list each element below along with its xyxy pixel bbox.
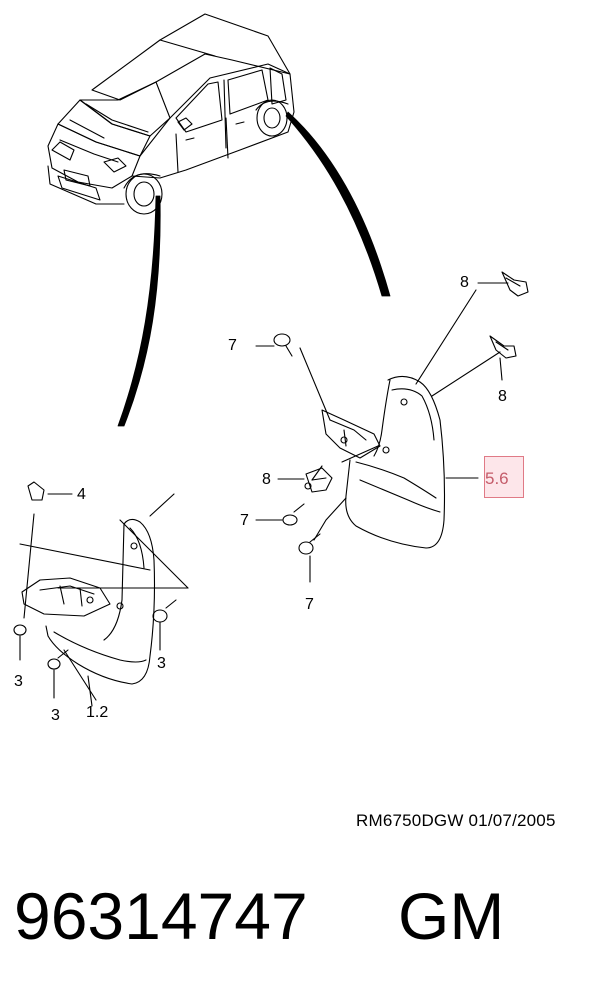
callout-7-mid: 7 (240, 512, 249, 529)
car-illustration (47, 13, 295, 215)
callout-3-bottom: 3 (51, 707, 60, 724)
diagram-reference-code: RM6750DGW 01/07/2005 (356, 811, 556, 830)
callout-8-top: 8 (460, 274, 469, 291)
screw-part-7-upper (255, 333, 293, 357)
part-number: 96314747 (14, 879, 308, 953)
callout-1-2: 1.2 (86, 704, 109, 721)
clip-part-4 (27, 481, 73, 501)
callout-8-mid: 8 (262, 471, 271, 488)
screw-part-7-mid (255, 503, 305, 526)
callout-3-left: 3 (14, 673, 23, 690)
callout-4: 4 (77, 486, 86, 503)
clip-part-8-mid (277, 467, 333, 493)
mudflap-right (299, 289, 501, 549)
callout-8-right: 8 (498, 388, 507, 405)
screw-part-7-bottom (298, 533, 321, 583)
mudflap-left (19, 493, 189, 707)
screw-part-3-bottom (47, 649, 69, 699)
callout-5-6: 5.6 (485, 469, 509, 488)
callout-7-upper: 7 (228, 337, 237, 354)
brand-label: GM (398, 879, 505, 953)
callout-7-bottom: 7 (305, 596, 314, 613)
screw-part-3-left (13, 624, 27, 661)
screw-part-3-right (152, 599, 177, 651)
callout-3-right: 3 (157, 655, 166, 672)
clip-part-8-top (477, 271, 529, 297)
leader-swoosh-lines (117, 111, 391, 427)
clip-part-8-right (489, 335, 517, 381)
callout-5-6-highlight[interactable]: 5.6 (484, 456, 524, 498)
